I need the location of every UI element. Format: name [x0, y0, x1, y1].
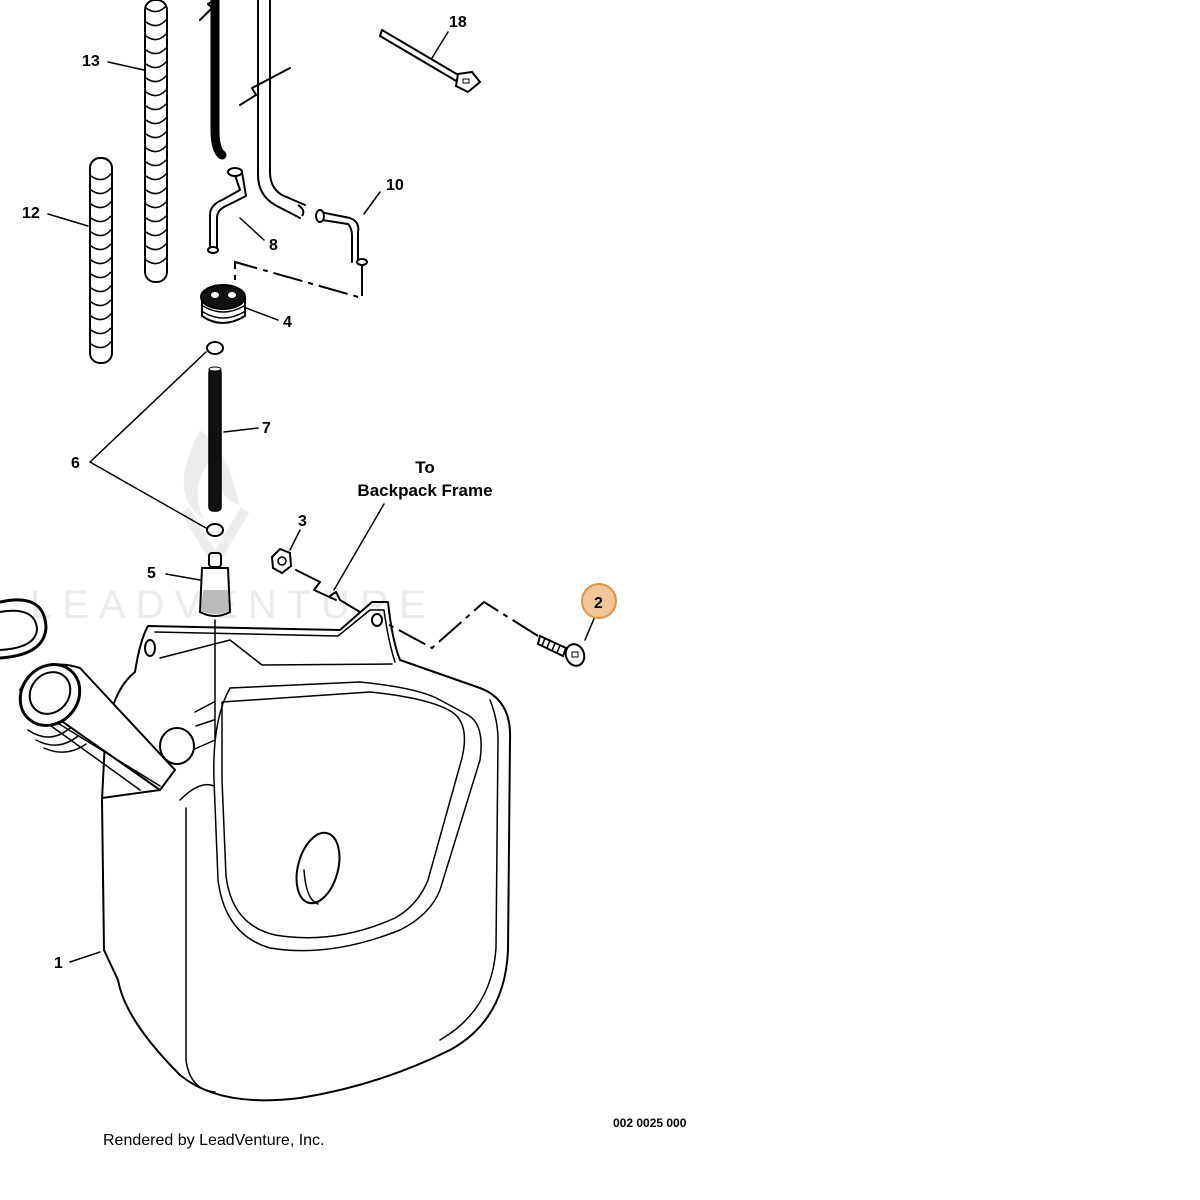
note-line-2: Backpack Frame	[357, 481, 492, 500]
break-line-backpack	[295, 569, 361, 613]
callout-18[interactable]: 18	[449, 14, 467, 31]
callout-labels: 13 12 18 10 8 4 7 6 5 3 1 2	[22, 14, 603, 972]
part-2-screw[interactable]	[536, 634, 587, 668]
fuel-line-upper	[199, 0, 227, 160]
callout-5[interactable]: 5	[147, 565, 156, 582]
callout-1[interactable]: 1	[54, 955, 63, 972]
watermark: LEADVENTURE	[30, 430, 426, 627]
dash-line-10-to-4	[234, 260, 363, 300]
part-8-elbow-fitting[interactable]	[207, 167, 247, 254]
credit-text: Rendered by LeadVenture, Inc.	[103, 1132, 325, 1149]
part-12-spiral-wrap[interactable]	[89, 157, 113, 364]
part-3-nut[interactable]	[270, 547, 293, 575]
hose-line-right	[239, 0, 306, 219]
part-18-cable-tie[interactable]	[379, 29, 482, 94]
backpack-frame-note: To Backpack Frame	[357, 458, 492, 500]
callout-6[interactable]: 6	[71, 455, 80, 472]
callout-4[interactable]: 4	[283, 314, 292, 331]
part-1-fuel-tank[interactable]	[8, 601, 512, 1102]
part-13-spiral-wrap[interactable]	[144, 0, 168, 283]
clamp-ring	[0, 598, 48, 660]
callout-2-highlight[interactable]	[581, 583, 617, 619]
callout-13[interactable]: 13	[82, 53, 100, 70]
diagram-code: 002 0025 000	[613, 1116, 687, 1130]
part-4-grommet[interactable]	[200, 284, 246, 324]
note-line-1: To	[415, 458, 435, 477]
dash-line-2-to-tank	[383, 600, 539, 650]
callout-8[interactable]: 8	[269, 237, 278, 254]
part-7-fuel-hose[interactable]	[208, 366, 222, 512]
callout-10[interactable]: 10	[386, 177, 404, 194]
leader-lines	[47, 31, 597, 963]
callout-2[interactable]: 2	[594, 595, 603, 612]
callout-12[interactable]: 12	[22, 205, 40, 222]
part-10-elbow-fitting[interactable]	[315, 209, 368, 266]
part-6-o-rings[interactable]	[206, 341, 224, 537]
callout-3[interactable]: 3	[298, 513, 307, 530]
callout-7[interactable]: 7	[262, 420, 271, 437]
